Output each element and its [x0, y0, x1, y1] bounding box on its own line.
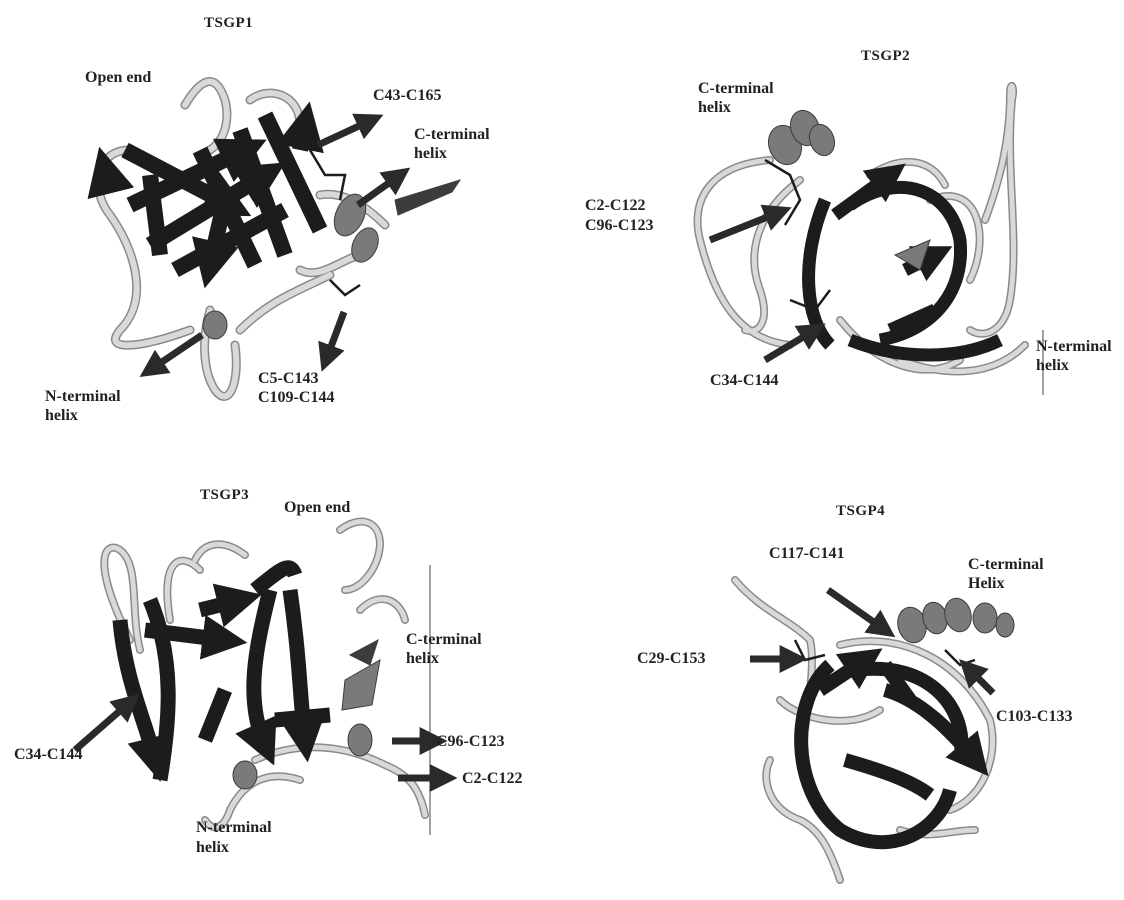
- tsgp2-n-terminal-label-line2: helix: [1036, 356, 1069, 375]
- tsgp1-bond-c109-c144-label: C109-C144: [258, 388, 334, 407]
- tsgp3-bond-c2-c122-label: C2-C122: [462, 769, 522, 788]
- tsgp3-c-terminal-label-line2: helix: [406, 649, 439, 668]
- tsgp2-title: TSGP2: [861, 47, 910, 66]
- tsgp2-c-terminal-label-line2: helix: [698, 98, 731, 117]
- tsgp3-c-terminal-label-line1: C-terminal: [406, 630, 482, 649]
- tsgp3-n-terminal-label-line2: helix: [196, 838, 229, 857]
- tsgp3-ribbon-structure: [104, 522, 430, 835]
- tsgp3-open-end-label: Open end: [284, 498, 350, 517]
- tsgp4-bond-c103-c133-label: C103-C133: [996, 707, 1072, 726]
- tsgp1-n-terminal-label-line1: N-terminal: [45, 387, 121, 406]
- tsgp4-bond-c117-c141-label: C117-C141: [769, 544, 845, 563]
- tsgp3-bond-c34-c144-label: C34-C144: [14, 745, 82, 764]
- tsgp1-c-terminal-label-line1: C-terminal: [414, 125, 490, 144]
- tsgp2-c-terminal-label-line1: C-terminal: [698, 79, 774, 98]
- tsgp1-c-terminal-label-line2: helix: [414, 144, 447, 163]
- tsgp3-title: TSGP3: [200, 486, 249, 505]
- tsgp4-title: TSGP4: [836, 502, 885, 521]
- tsgp4-c-terminal-label-line1: C-terminal: [968, 555, 1044, 574]
- tsgp2-ribbon-structure: [698, 86, 1043, 395]
- tsgp2-bond-c34-c144-label: C34-C144: [710, 371, 778, 390]
- tsgp4-bond-c29-c153-label: C29-C153: [637, 649, 705, 668]
- tsgp3-n-terminal-label-line1: N-terminal: [196, 818, 272, 837]
- tsgp1-n-terminal-label-line2: helix: [45, 406, 78, 425]
- tsgp2-bond-c96-c123-label: C96-C123: [585, 216, 653, 235]
- tsgp3-bond-c96-c123-label: C96-C123: [436, 732, 504, 751]
- tsgp4-c-terminal-label-line2: Helix: [968, 574, 1004, 593]
- tsgp1-bond-c5-c143-label: C5-C143: [258, 369, 318, 388]
- tsgp1-title: TSGP1: [204, 14, 253, 33]
- tsgp1-ribbon-structure: [98, 81, 460, 396]
- tsgp2-bond-c2-c122-label: C2-C122: [585, 196, 645, 215]
- tsgp1-bond-c43-c165-label: C43-C165: [373, 86, 441, 105]
- tsgp1-open-end-label: Open end: [85, 68, 151, 87]
- tsgp2-n-terminal-label-line1: N-terminal: [1036, 337, 1112, 356]
